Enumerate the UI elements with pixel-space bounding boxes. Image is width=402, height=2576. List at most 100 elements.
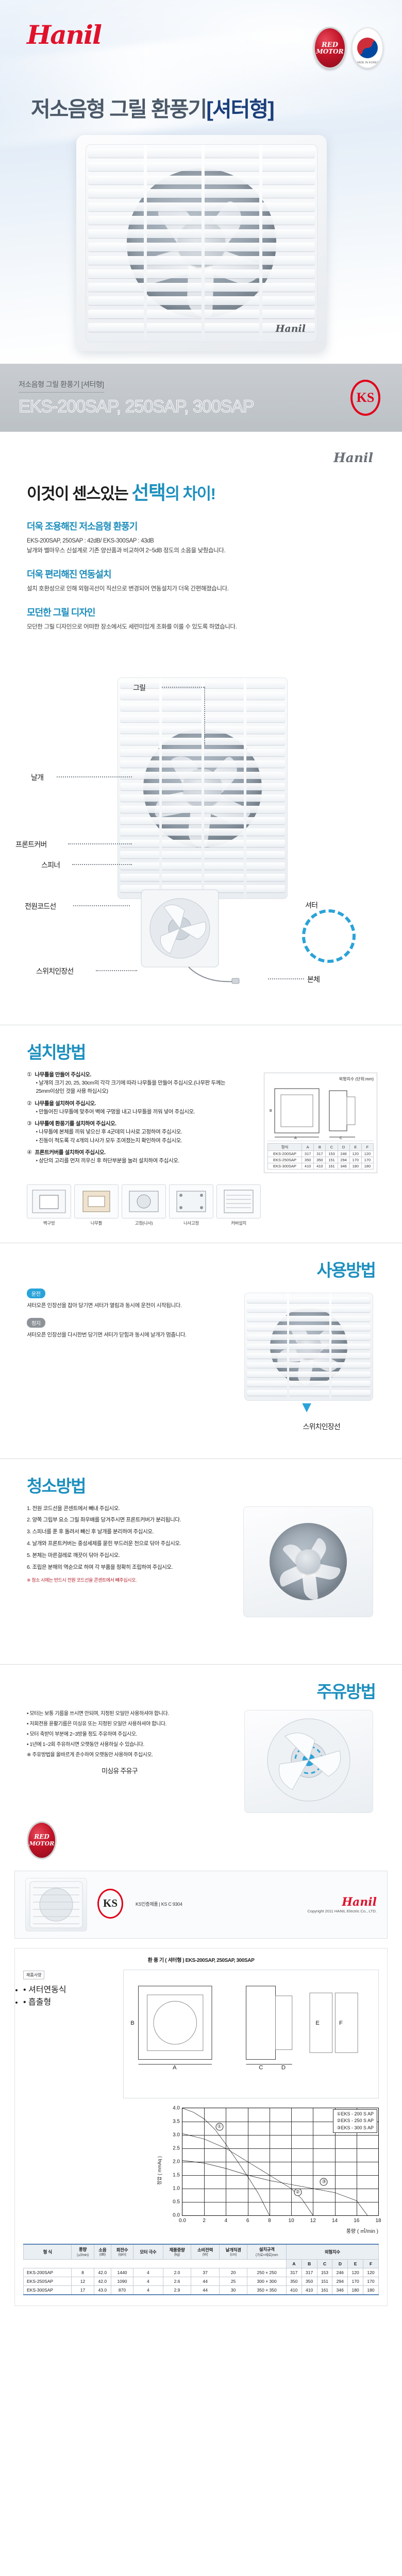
pull-switch-label: 스위치인장선 [303,1422,341,1431]
chart-xlabel: 풍량 ( ㎥/min ) [346,2228,378,2234]
chart-curves [182,2108,378,2215]
step-bullet: 상단의 고리를 먼저 끼우신 후 하단부분을 눌러 설치하여 주십시오. [35,1157,179,1165]
spec-header: 날개직경 (cm) [219,2244,248,2260]
step-bullet: 날개의 크기 20, 25, 30cm의 각각 크기에 따라 나무틀을 만들어 … [35,1079,233,1096]
spec-cell: 37 [191,2267,220,2277]
cert-text: KS인증제품 | KS C 9304 [136,1901,182,1908]
feature-title: 더욱 조용해진 저소음형 환풍기 [27,521,138,532]
dim-cell: 120 [349,1150,362,1157]
use-photo [244,1292,373,1401]
chart-xtick: 2 [203,2217,206,2224]
hero-product-image: Hanil [76,135,327,351]
svg-text:C: C [259,2064,263,2071]
spec-header: 회전수 (rpm) [111,2244,133,2260]
spec-header-unit: (cm) [230,2253,237,2257]
clean-step-list: 1. 전원 코드선을 콘센트에서 빼내 주십시오. 2. 양쪽 그립부 요소 그… [27,1504,197,1572]
spec-subheader: A [286,2259,302,2268]
spec-header: 풍량 (㎥/min) [71,2244,94,2260]
spec-cell: 180 [347,2285,363,2295]
certification-bar: KS KS인증제품 | KS C 9304 Hanil Copyright 20… [14,1870,388,1939]
louver-set [86,145,317,342]
parts-louver-set [118,677,287,899]
chart-ytick: 2.0 [173,2159,180,2165]
legend-entry: ③EKS - 300 S AP [337,2125,374,2130]
headline-prefix: 이것이 센스있는 [27,485,132,503]
spec-cell: 870 [111,2285,133,2295]
spec-header-label: 형 식 [43,2249,52,2255]
install-step: ③ 나무틀에 환풍기를 설치하여 주십시오. 나무틀에 본체를 끼워 넣으신 후… [27,1120,233,1145]
headline-accent: 선택 [131,482,166,503]
svg-text:B: B [130,2020,135,2026]
chart-xtick: 16 [354,2217,360,2224]
leader-line [73,905,130,906]
install-heading: 설치방법 [27,1042,86,1062]
spec-cell: 25 [219,2276,248,2286]
spec-cell: 4 [132,2276,163,2286]
clean-step: 5. 본체는 마른걸레로 깨끗이 닦아 주십시오. [27,1552,120,1558]
spec-cell: EKS-300SAP [23,2285,72,2295]
spec-header: 소음 (dB) [93,2244,112,2260]
dim-header: B [313,1143,326,1151]
install-step: ② 나무틀을 설치하여 주십시오. 만들어진 나무틀에 맞추어 벽에 구멍을 내… [27,1099,233,1116]
part-label-pull-switch: 스위치인장선 [36,967,74,975]
hanil-emboss-logo: Hanil [275,323,306,334]
spec-cell: 350 × 350 [247,2285,287,2295]
chart-ytick: 2.5 [173,2145,180,2151]
step-bullet: 만들어진 나무틀에 맞추어 벽에 구멍을 내고 나무틀을 끼워 넣어 주십시오. [35,1108,195,1116]
spec-section: 환 풍 기 ( 셔터형 ) EKS-200SAP, 250SAP, 300SAP… [14,1947,388,2306]
spec-cell: 43.0 [93,2285,112,2295]
leader-line [96,970,137,971]
feature-item: 더욱 편리해진 연동설치 설치 호환성으로 인해 외형곡선이 직선으로 변경되어… [27,567,375,594]
spec-header-label: 제품중량 [169,2247,185,2253]
product-page: Hanil RED MOTOR MADE IN KOREA 저소음형 그릴 환풍… [0,0,402,2320]
svg-text:B: B [270,1109,272,1113]
spec-cell: 317 [301,2267,317,2277]
chart-xtick: 4 [224,2217,228,2224]
spec-subheader: F [363,2259,379,2268]
oil-line: • 1년에 1~2회 주유하시면 오랫동안 사용하실 수 있습니다. [27,1741,144,1748]
spec-cell: 4 [132,2267,163,2277]
clean-step: 6. 조립은 분해의 역순으로 하며 각 부품을 정확히 조립하여 주십시오. [27,1564,173,1570]
spec-cell: 2.9 [162,2285,192,2295]
oil-illustration [267,1718,350,1802]
dim-cell: 151 [325,1156,338,1163]
chart-xtick: 14 [332,2217,338,2224]
feature-body: EKS-200SAP, 250SAP : 42dB/ EKS-300SAP : … [27,536,375,556]
spec-legend-item: • 셔터연동식 [23,1982,116,1995]
leader-line [268,978,304,979]
dimension-box: 외형치수 (단위:mm) A B C 형식 A B [264,1072,377,1173]
leader-line [57,776,132,777]
dim-cell: 170 [349,1156,362,1163]
leader-line [162,686,204,688]
use-block: 운전 셔터오픈 인장선을 잡아 당기면 셔터가 열림과 동시에 운전이 시작됩니… [27,1288,375,1310]
spec-cell: 180 [363,2285,379,2295]
clean-step: 3. 스피너를 푼 후 돌려서 빼신 후 날개를 분리하여 주십시오. [27,1529,154,1535]
install-icon-caption: 커버설치 [231,1220,246,1226]
spec-subheader: B [301,2259,317,2268]
feature-title: 모던한 그릴 디자인 [27,607,95,618]
dim-header: E [349,1143,362,1151]
step-text: 나무틀을 만들어 주십시오. 날개의 크기 20, 25, 30cm의 각각 크… [35,1071,233,1096]
table-subheader-row: A B C D E F [23,2259,379,2268]
feature-line-1: EKS-200SAP, 250SAP : 42dB/ EKS-300SAP : … [27,538,154,544]
svg-text:E: E [315,2020,320,2026]
spec-cell: 1090 [111,2276,133,2286]
step-title: 나무틀을 만들어 주십시오. [35,1071,91,1078]
spec-cell: EKS-250SAP [23,2276,72,2286]
step-number: ④ [27,1149,32,1156]
chart-ytick: 0.5 [173,2199,180,2205]
spec-cell: 300 × 300 [247,2276,287,2286]
feature-line-1: 설치 호환성으로 인해 외형곡선이 직선으로 변경되어 연동설치가 더욱 간편해… [27,585,229,592]
table-row: EKS-200SAP 8 42.0 1440 4 2.0 37 20 250 ×… [23,2267,379,2277]
spec-cell: 350 [301,2276,317,2286]
step-title: 프론트커버를 설치하여 주십시오. [35,1149,106,1156]
part-label-body: 본체 [307,975,320,984]
use-section: 운전 셔터오픈 인장선을 잡아 당기면 셔터가 열림과 동시에 운전이 시작됩니… [0,1288,402,1453]
oil-heading: 주유방법 [316,1682,376,1701]
install-icon-cell: 벽구멍 [27,1184,71,1226]
headline-suffix: 의 차이! [165,485,216,503]
spec-cell: EKS-200SAP [23,2267,72,2277]
spec-cell: 2.0 [162,2267,192,2277]
chart-xtick: 12 [310,2217,316,2224]
down-arrow-icon: ▼ [299,1398,314,1416]
